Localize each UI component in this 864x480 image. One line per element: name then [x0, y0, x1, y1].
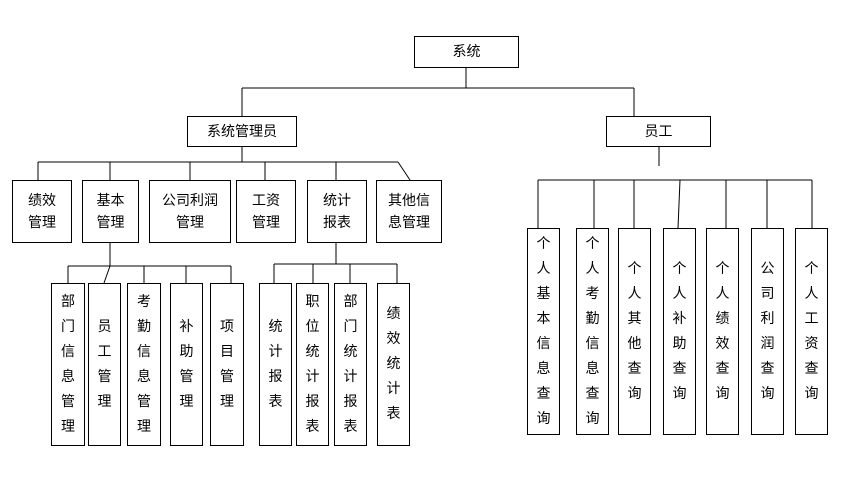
node-label: 个 人 补 助 查 询 — [672, 260, 687, 402]
connector — [397, 161, 411, 181]
node-label: 公 司 利 润 查 询 — [760, 260, 775, 402]
leaf-personal-other-query: 个 人 其 他 查 询 — [618, 228, 651, 435]
connector — [677, 179, 681, 229]
node-label: 个 人 基 本 信 息 查 询 — [536, 235, 551, 427]
leaf-personal-attendance-query: 个 人 考 勤 信 息 查 询 — [576, 228, 609, 435]
leaf-performance-statistics: 绩 效 统 计 表 — [377, 283, 410, 446]
node-label: 个 人 其 他 查 询 — [627, 260, 642, 402]
node-label: 公司利润 管理 — [162, 192, 218, 231]
leaf-allowance-management: 补 助 管 理 — [170, 283, 203, 446]
leaf-project-management: 项 目 管 理 — [210, 283, 244, 446]
node-label: 职 位 统 计 报 表 — [305, 293, 320, 435]
node-label: 补 助 管 理 — [179, 318, 194, 410]
node-label: 系统管理员 — [207, 123, 277, 140]
node-label: 基本 管理 — [96, 192, 125, 231]
node-label: 个 人 工 资 查 询 — [804, 260, 819, 402]
module-other-info-management: 其他信 息管理 — [376, 180, 442, 243]
node-label: 项 目 管 理 — [220, 318, 234, 410]
node-label: 其他信 息管理 — [388, 192, 430, 231]
module-profit-management: 公司利润 管理 — [149, 180, 231, 243]
node-label: 系统 — [452, 44, 481, 60]
node-label: 考 勤 信 息 管 理 — [137, 293, 151, 435]
node-label: 统计 报表 — [323, 192, 351, 231]
node-label: 统 计 报 表 — [268, 318, 283, 410]
node-label: 员工 — [644, 123, 673, 140]
module-performance-management: 绩效 管理 — [12, 180, 72, 243]
node-label: 部 门 统 计 报 表 — [343, 293, 358, 435]
node-label: 绩效 管理 — [28, 192, 56, 231]
leaf-personal-allowance-query: 个 人 补 助 查 询 — [663, 228, 696, 435]
leaf-statistics-report: 统 计 报 表 — [259, 283, 292, 446]
root-node: 系统 — [414, 36, 519, 68]
module-statistics-report: 统计 报表 — [307, 180, 367, 243]
leaf-personal-basic-info-query: 个 人 基 本 信 息 查 询 — [527, 228, 560, 435]
leaf-attendance-info-management: 考 勤 信 息 管 理 — [127, 283, 161, 446]
leaf-position-statistics-report: 职 位 统 计 报 表 — [296, 283, 329, 446]
node-label: 员 工 管 理 — [97, 318, 112, 410]
module-basic-management: 基本 管理 — [82, 180, 139, 243]
node-label: 个 人 绩 效 查 询 — [715, 260, 730, 402]
leaf-personal-salary-query: 个 人 工 资 查 询 — [795, 228, 828, 435]
staff-node: 员工 — [606, 116, 711, 147]
admin-node: 系统管理员 — [187, 116, 297, 147]
module-salary-management: 工资 管理 — [236, 180, 296, 243]
leaf-dept-statistics-report: 部 门 统 计 报 表 — [334, 283, 367, 446]
node-label: 工资 管理 — [252, 192, 280, 231]
leaf-company-profit-query: 公 司 利 润 查 询 — [751, 228, 784, 435]
connector — [103, 265, 111, 284]
leaf-employee-management: 员 工 管 理 — [88, 283, 121, 446]
leaf-personal-performance-query: 个 人 绩 效 查 询 — [706, 228, 739, 435]
leaf-dept-info-management: 部 门 信 息 管 理 — [51, 283, 85, 446]
node-label: 部 门 信 息 管 理 — [61, 293, 75, 435]
node-label: 个 人 考 勤 信 息 查 询 — [585, 235, 600, 427]
node-label: 绩 效 统 计 表 — [386, 306, 401, 422]
